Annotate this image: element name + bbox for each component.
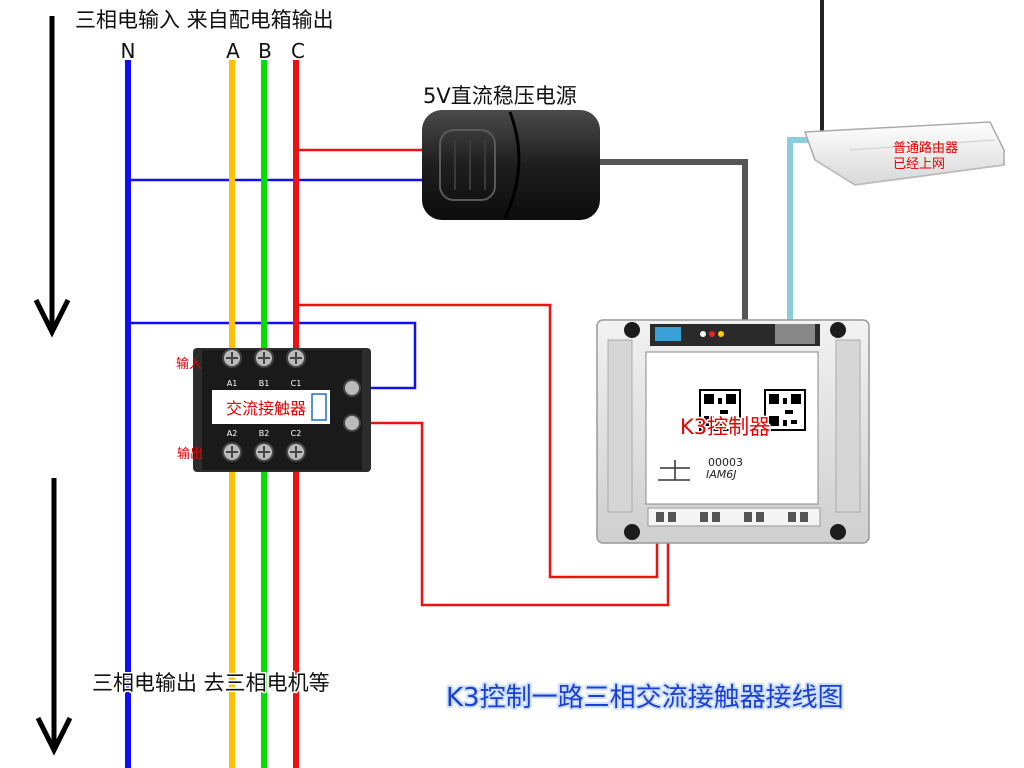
router-status: 已经上网 [893, 157, 945, 172]
contactor-output-label: 输出 [177, 446, 203, 462]
phase-label-c: C [291, 39, 305, 63]
dc-cable [590, 159, 748, 330]
router-label: 普通路由器 [893, 140, 958, 156]
power-supply-label: 5V直流稳压电源 [423, 84, 577, 108]
contactor-input-label: 输入 [176, 356, 202, 372]
contactor [193, 348, 371, 472]
wire-c-to-k3 [296, 303, 659, 579]
flow-arrow-bottom [35, 478, 73, 756]
contactor-name: 交流接触器 [226, 399, 306, 418]
terminal-b2: B2 [259, 429, 270, 438]
flow-arrow-top [33, 16, 71, 338]
phase-label-n: N [121, 39, 136, 63]
contactor-top-terminals [222, 348, 306, 368]
controller-serial: 00003 [708, 456, 743, 469]
power-supply [422, 110, 600, 220]
output-footer: 三相电输出 去三相电机等 [92, 671, 330, 695]
qr-code-left [699, 389, 741, 431]
wire-coil-to-k3 [352, 421, 670, 607]
phase-label-b: B [258, 39, 272, 63]
input-header: 三相电输入 来自配电箱输出 [75, 8, 334, 32]
wire-n-to-coil [128, 321, 417, 390]
qr-code-right [764, 389, 806, 431]
terminal-c1: C1 [291, 379, 302, 388]
k3-controller [596, 319, 870, 544]
phase-label-a: A [226, 39, 240, 63]
diagram-title: K3控制一路三相交流接触器接线图 [446, 683, 844, 713]
router [803, 0, 1005, 186]
k3-controller-label: K3控制器 [680, 415, 770, 439]
control-wires [128, 148, 670, 607]
terminal-b1: B1 [259, 379, 270, 388]
terminal-a2: A2 [227, 429, 238, 438]
terminal-a1: A1 [227, 379, 238, 388]
terminal-c2: C2 [291, 429, 302, 438]
controller-code: IAM6J [706, 468, 737, 481]
contactor-bottom-terminals [222, 442, 306, 462]
network-cable [787, 137, 827, 330]
